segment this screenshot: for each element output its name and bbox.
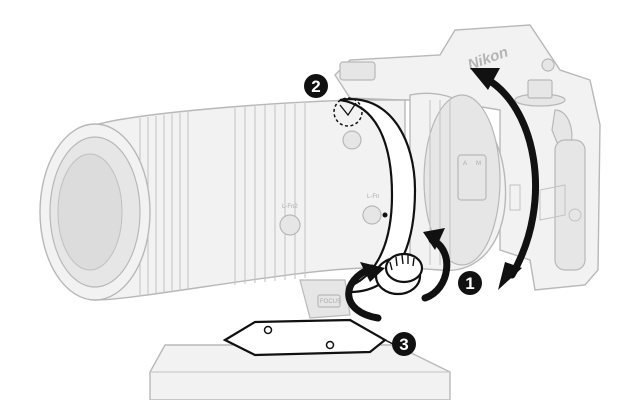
lens-barrel: L-Fn2 L-Fn <box>94 99 406 301</box>
callout-2: 2 <box>304 74 328 98</box>
callout-3: 3 <box>384 332 416 356</box>
callout-3-label: 3 <box>399 335 408 354</box>
l-fn-button <box>362 205 382 225</box>
l-fn2-label: L-Fn2 <box>282 204 298 210</box>
callout-2-label: 2 <box>311 77 320 96</box>
callout-1-label: 1 <box>465 274 474 293</box>
callout-1: 1 <box>458 271 482 295</box>
l-fn-label: L-Fn <box>367 194 379 200</box>
af-switch-label: A <box>463 161 467 167</box>
focus-label: FOCUS <box>320 299 341 305</box>
rotate-clockwise-arrow-icon <box>470 68 540 290</box>
focus-ring <box>234 103 306 285</box>
locking-knob <box>374 252 424 296</box>
lens-front <box>39 123 151 301</box>
lens-mount: A M <box>409 92 507 272</box>
index-dot-marker <box>382 212 388 218</box>
rotation-index-highlight <box>333 97 363 127</box>
l-fn2-button <box>279 214 301 236</box>
tripod-foot: FOCUS <box>222 279 387 357</box>
mf-switch-label: M <box>476 161 481 167</box>
knob-tighten-arrow-icon <box>345 228 451 322</box>
